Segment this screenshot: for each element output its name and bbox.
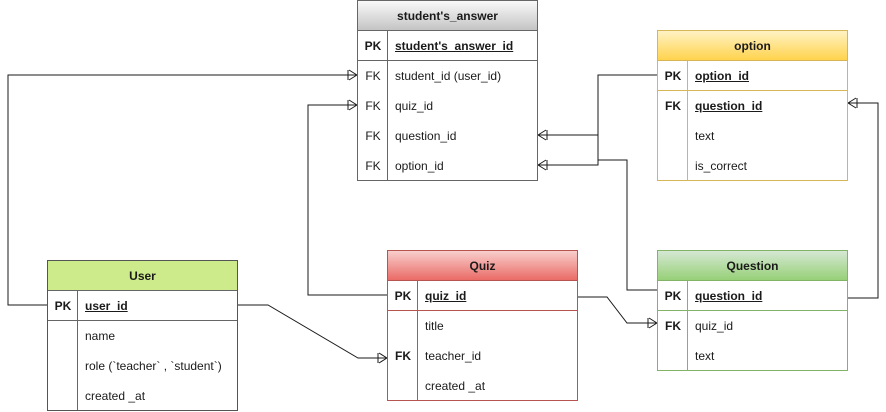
relationship-line <box>238 304 387 359</box>
crows-foot-marker <box>647 317 658 329</box>
relationship-line <box>578 296 657 324</box>
field-name: option_id <box>395 159 444 173</box>
key-label: PK <box>394 288 412 303</box>
entity-title: User <box>48 261 237 291</box>
field-name: title <box>425 319 444 333</box>
entity-row: PK user_id <box>48 291 237 321</box>
entity-row: is_correct <box>658 151 847 181</box>
entity-row: FK quiz_id <box>658 311 847 341</box>
entity-row: FK quiz_id <box>358 91 537 121</box>
key-label: PK <box>54 298 72 313</box>
key-label: FK <box>365 159 381 173</box>
entity-row: text <box>658 341 847 371</box>
key-label: FK <box>665 99 681 113</box>
key-label: FK <box>395 349 411 363</box>
key-label: FK <box>365 99 381 113</box>
key-label: FK <box>665 319 681 333</box>
entity-row: PK option_id <box>658 61 847 91</box>
entity-row: PK quiz_id <box>388 281 577 311</box>
field-name: created _at <box>425 379 486 393</box>
key-column-divider <box>687 281 688 370</box>
relationship-line <box>538 134 657 291</box>
entity-row: FK question_id <box>358 121 537 151</box>
entity-question[interactable]: Question PK question_id FK quiz_id text <box>657 250 848 371</box>
field-name: text <box>695 129 715 143</box>
field-name: quiz_id <box>395 99 434 113</box>
entity-row: FK student_id (user_id) <box>358 61 537 91</box>
key-column-divider <box>417 281 418 400</box>
field-name: question_id <box>695 99 763 113</box>
field-name: role (`teacher` , `student`) <box>85 359 222 373</box>
entity-row: FK question_id <box>658 91 847 121</box>
entity-row: role (`teacher` , `student`) <box>48 351 237 381</box>
key-column-divider <box>687 61 688 180</box>
field-name: text <box>695 349 715 363</box>
crows-foot-marker <box>537 159 548 171</box>
entity-title: Question <box>658 251 847 281</box>
field-name: teacher_id <box>425 349 482 363</box>
entity-row: created _at <box>48 381 237 411</box>
field-name: is_correct <box>695 159 748 173</box>
field-name: student's_answer_id <box>395 38 514 53</box>
field-name: quiz_id <box>425 288 467 303</box>
entity-row: FK option_id <box>358 151 537 181</box>
field-name: student_id (user_id) <box>395 69 502 83</box>
field-name: name <box>85 329 116 343</box>
entity-option[interactable]: option PK option_id FK question_id text … <box>657 30 848 181</box>
key-column-divider <box>77 291 78 410</box>
entity-row: name <box>48 321 237 351</box>
field-name: question_id <box>695 288 763 303</box>
crows-foot-marker <box>537 129 548 141</box>
entity-title: option <box>658 31 847 61</box>
entity-row: PK question_id <box>658 281 847 311</box>
entity-row: text <box>658 121 847 151</box>
crows-foot-marker <box>347 69 358 81</box>
entity-students-answer[interactable]: student's_answer PK student's_answer_id … <box>357 0 538 181</box>
field-name: quiz_id <box>695 319 734 333</box>
key-column-divider <box>387 31 388 180</box>
key-label: PK <box>364 38 382 53</box>
crows-foot-marker <box>377 352 388 364</box>
entity-row: PK student's_answer_id <box>358 31 537 61</box>
field-name: user_id <box>85 298 128 313</box>
entity-row: created _at <box>388 371 577 401</box>
entity-title: Quiz <box>388 251 577 281</box>
relationship-line <box>848 102 879 299</box>
relationship-line <box>538 74 657 166</box>
relationship-line <box>7 74 357 306</box>
key-label: FK <box>365 129 381 143</box>
key-label: PK <box>664 288 682 303</box>
entity-quiz[interactable]: Quiz PK quiz_id title FK teacher_id crea… <box>387 250 578 401</box>
crows-foot-marker <box>847 97 858 109</box>
field-name: created _at <box>85 389 146 403</box>
entity-user[interactable]: User PK user_id name role (`teacher` , `… <box>47 260 238 411</box>
relationship-line <box>307 104 387 296</box>
entity-title: student's_answer <box>358 1 537 31</box>
entity-row: FK teacher_id <box>388 341 577 371</box>
entity-row: title <box>388 311 577 341</box>
key-label: PK <box>664 68 682 83</box>
crows-foot-marker <box>347 99 358 111</box>
key-label: FK <box>365 69 381 83</box>
field-name: question_id <box>395 129 457 143</box>
field-name: option_id <box>695 68 749 83</box>
